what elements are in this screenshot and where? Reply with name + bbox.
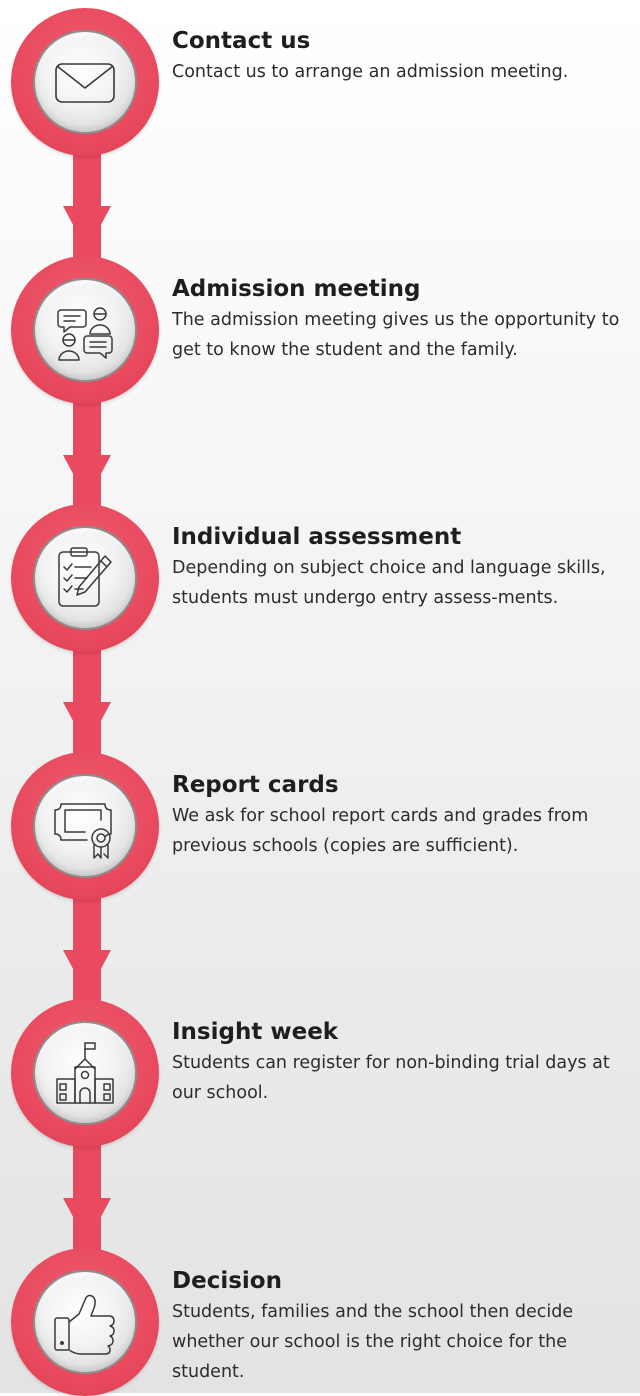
step-badge [11,752,159,900]
step-badge [11,999,159,1147]
step-description: Depending on subject choice and language… [172,558,606,608]
icon-disc [33,30,137,134]
icon-disc [33,1270,137,1374]
icon-disc [33,1021,137,1125]
arrowhead-5 [63,1198,111,1243]
step-title: Decision [172,1268,282,1294]
step-badge [11,504,159,652]
step-badge [11,256,159,404]
thumbs-up-icon [47,1284,123,1360]
step-title: Admission meeting [172,276,421,302]
step-description: Contact us to arrange an admission meeti… [172,62,569,82]
envelope-icon [47,44,123,120]
step-description: The admission meeting gives us the oppor… [172,310,620,360]
arrowhead-1 [63,206,111,251]
step-title: Individual assessment [172,524,462,550]
step-badge [11,1248,159,1396]
step-title: Insight week [172,1019,339,1045]
arrowhead-2 [63,455,111,500]
arrowhead-3 [63,702,111,747]
step-description: We ask for school report cards and grade… [172,806,589,856]
meeting-chat-icon [47,292,123,368]
step-badge [11,8,159,156]
clipboard-pencil-icon [47,540,123,616]
arrowhead-4 [63,950,111,995]
icon-disc [33,526,137,630]
step-title: Report cards [172,772,339,798]
step-title: Contact us [172,28,311,54]
certificate-icon [47,788,123,864]
step-description: Students, families and the school then d… [172,1302,574,1382]
step-description: Students can register for non-binding tr… [172,1053,610,1103]
school-building-icon [47,1035,123,1111]
icon-disc [33,774,137,878]
icon-disc [33,278,137,382]
